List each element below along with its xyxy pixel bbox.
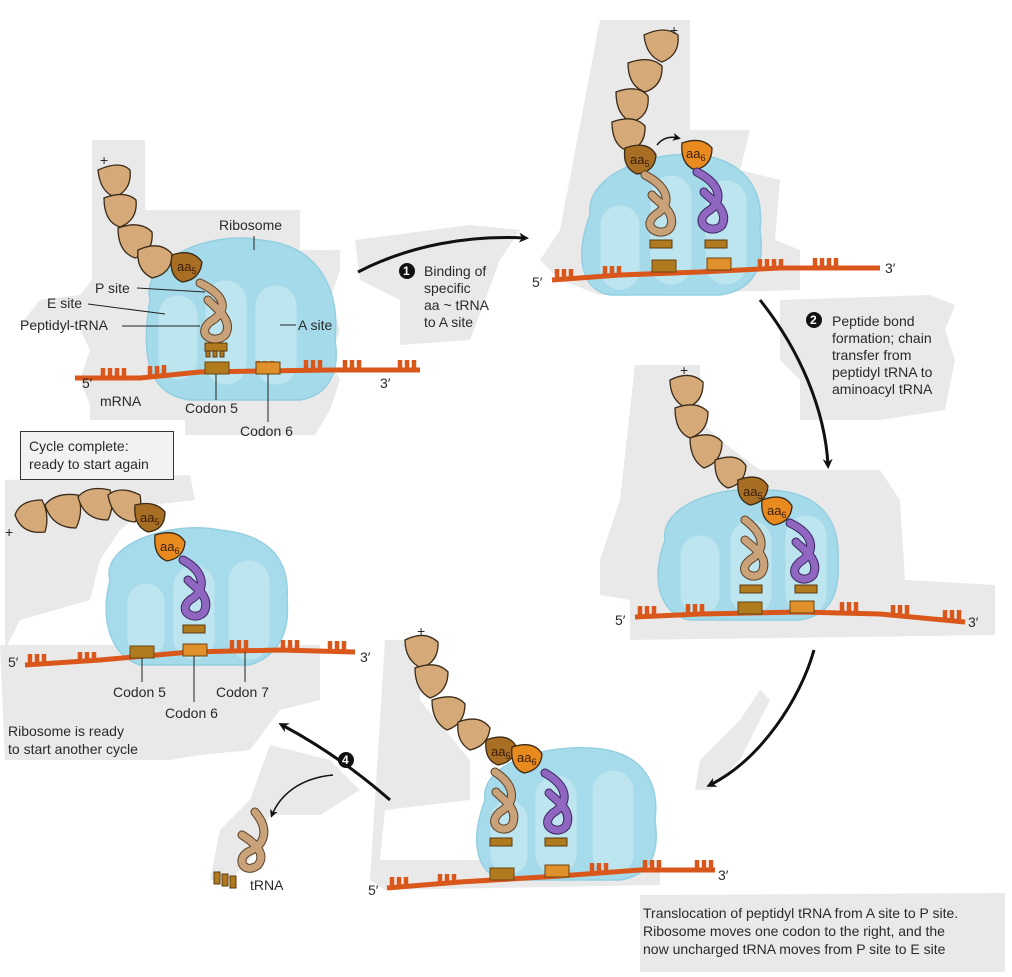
panel-5-labels: 5′ 3′ Codon 5 Codon 6 Codon 7 Ribosome i… [8, 649, 371, 757]
svg-text:aminoacyl tRNA: aminoacyl tRNA [832, 381, 933, 397]
codon5-label: Codon 5 [113, 684, 166, 700]
mrna-strand [634, 600, 966, 625]
codon6-label: Codon 6 [240, 423, 293, 439]
five-prime-label: 5′ [532, 274, 543, 290]
five-prime-label: 5′ [368, 882, 379, 898]
svg-text:1: 1 [403, 264, 410, 278]
svg-text:Peptide bond: Peptide bond [832, 313, 915, 329]
ribosome [145, 237, 337, 401]
n-terminus-plus: + [100, 152, 108, 168]
uncharged-trna [739, 515, 769, 594]
mrna-strand [24, 640, 356, 668]
step-4-label: 4 [338, 752, 354, 768]
three-prime-label: 3′ [718, 867, 729, 883]
mrna-strand [551, 257, 880, 283]
svg-text:formation; chain: formation; chain [832, 330, 932, 346]
peptidyl-trna [195, 278, 232, 358]
codon5-label: Codon 5 [185, 400, 238, 416]
polypeptide-chain: aa5 aa6 + [404, 623, 543, 774]
aa5-label: aa5 [630, 152, 649, 169]
arrow-step-4 [278, 723, 391, 802]
p-site-label: P site [95, 280, 130, 296]
step-2-label: 2 Peptide bond formation; chain transfer… [806, 312, 933, 397]
uncharged-trna [489, 767, 519, 847]
svg-text:2: 2 [810, 313, 817, 327]
ribosome-label: Ribosome [219, 217, 282, 233]
aa6-label: aa6 [686, 146, 705, 163]
aa6-label: aa6 [767, 503, 786, 520]
trna-label: tRNA [250, 877, 284, 893]
three-prime-label: 3′ [380, 375, 391, 391]
mrna-label: mRNA [100, 393, 142, 409]
svg-text:Translocation of peptidyl tRNA: Translocation of peptidyl tRNA from A si… [643, 905, 958, 921]
aminoacyl-trna [692, 167, 729, 249]
polypeptide-chain: aa5 aa6 + [611, 22, 713, 175]
step-1-badge [399, 263, 415, 279]
panel-1-labels: Ribosome P site E site Peptidyl-tRNA A s… [20, 217, 391, 439]
five-prime-label: 5′ [615, 612, 626, 628]
three-prime-label: 3′ [968, 614, 979, 630]
step-3-label: Translocation of peptidyl tRNA from A si… [643, 905, 958, 957]
panel-4-translocation: aa5 aa6 + 5′ 3′ [368, 623, 729, 898]
arrow-step-1 [357, 232, 529, 274]
aa6-label: aa6 [517, 750, 536, 767]
n-terminus-plus: + [417, 623, 425, 639]
panel-3-peptide-bond: aa5 aa6 + 5′ 3′ [615, 362, 979, 630]
trna-release-arrow [270, 774, 334, 818]
cycle-complete-box: Cycle complete: ready to start again [20, 431, 174, 480]
svg-text:4: 4 [342, 753, 349, 767]
peptidyl-trna [178, 555, 211, 634]
peptidyl-trna [640, 170, 677, 249]
svg-text:aa ~ tRNA: aa ~ tRNA [424, 297, 490, 313]
ready-note-line-1: Ribosome is ready [8, 723, 124, 739]
five-prime-label: 5′ [82, 375, 93, 391]
e-site-label: E site [47, 295, 82, 311]
three-prime-label: 3′ [885, 260, 896, 276]
svg-text:now uncharged tRNA moves from: now uncharged tRNA moves from P site to … [643, 941, 946, 957]
n-terminus-plus: + [5, 524, 13, 540]
n-terminus-plus: + [680, 362, 688, 378]
aa5-label: aa5 [140, 510, 159, 527]
svg-text:Binding of: Binding of [424, 263, 486, 279]
panel-2-aminoacyl-binding: aa5 aa6 + 5′ 3′ [532, 22, 896, 296]
aa6-label: aa6 [160, 539, 179, 556]
polypeptide-chain: aa5 + [97, 152, 203, 283]
step-4-badge [338, 752, 354, 768]
polypeptide-chain: aa5 aa6 + [669, 362, 793, 526]
peptidyl-trna [785, 518, 820, 594]
n-terminus-plus: + [670, 22, 678, 38]
cycle-complete-line-2: ready to start again [29, 456, 149, 472]
mrna-strand [386, 860, 715, 891]
polypeptide-chain: aa5 aa6 + [5, 487, 186, 562]
arrow-step-2 [758, 299, 833, 469]
step-2-badge [806, 312, 822, 328]
codon6-label: Codon 6 [165, 705, 218, 721]
svg-text:transfer from: transfer from [832, 347, 911, 363]
transfer-arrow [656, 132, 681, 146]
five-prime-label: 5′ [8, 654, 19, 670]
aa5-label: aa5 [491, 744, 510, 761]
aa5-label: aa5 [743, 484, 762, 501]
arrow-step-3 [706, 649, 816, 787]
cycle-complete-line-1: Cycle complete: [29, 438, 129, 454]
released-trna: tRNA [213, 807, 284, 893]
mrna-strand [75, 360, 420, 381]
a-site-label: A site [298, 317, 332, 333]
ready-note-line-2: to start another cycle [8, 741, 138, 757]
step-1-label: 1 Binding of specific aa ~ tRNA to A sit… [399, 263, 490, 330]
svg-text:to A site: to A site [424, 314, 473, 330]
panel-5-cycle-complete: aa5 aa6 + 5′ 3′ Codon 5 Codon 6 Codon 7 … [5, 487, 371, 757]
three-prime-label: 3′ [360, 649, 371, 665]
peptidyl-trna-label: Peptidyl-tRNA [20, 317, 109, 333]
svg-text:Ribosome moves one codon to th: Ribosome moves one codon to the right, a… [643, 923, 945, 939]
peptidyl-trna [540, 768, 573, 847]
aa5-label: aa5 [177, 259, 196, 276]
svg-text:specific: specific [424, 280, 471, 296]
svg-text:peptidyl tRNA to: peptidyl tRNA to [832, 364, 933, 380]
codon7-label: Codon 7 [216, 684, 269, 700]
panel-1-initial-state: aa5 + Ribosome P site E site Peptidyl-tR… [20, 152, 420, 439]
